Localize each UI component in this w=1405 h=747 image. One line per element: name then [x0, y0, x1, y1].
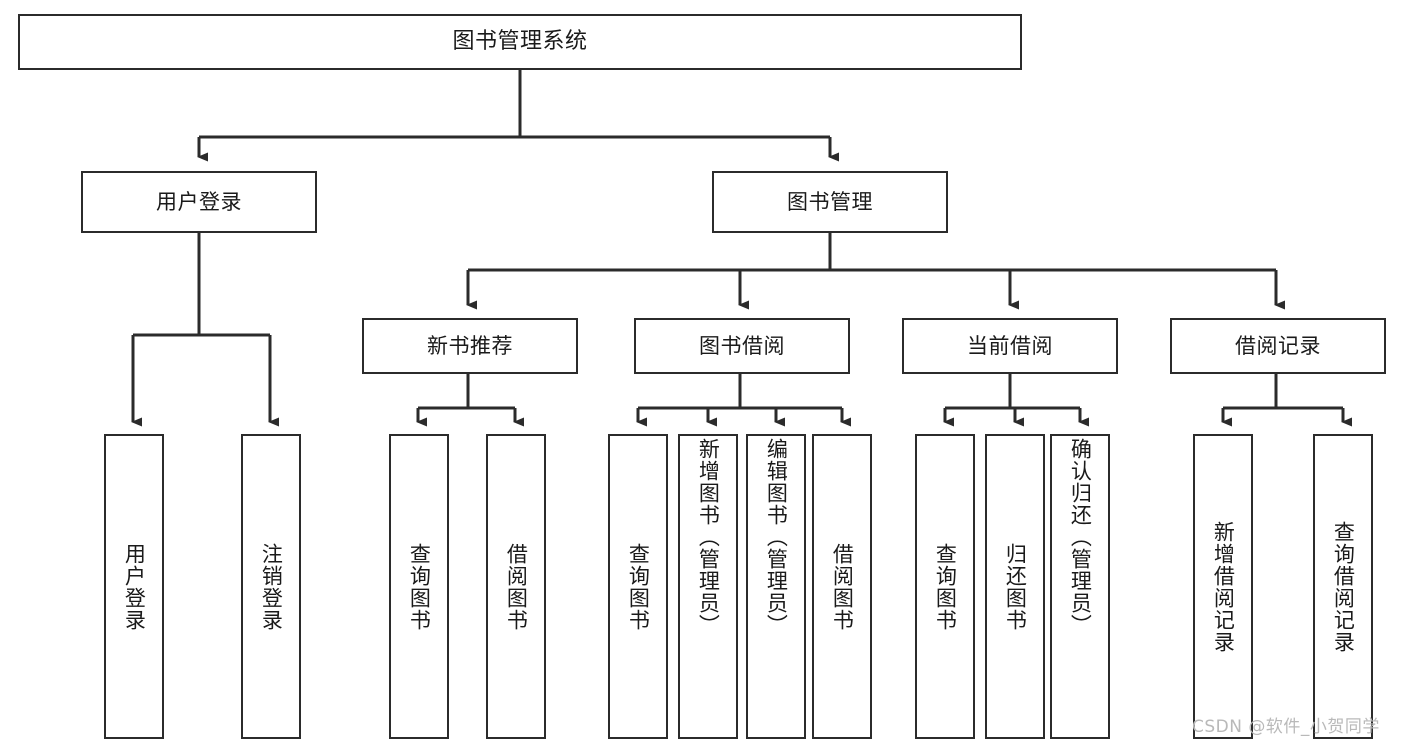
node-label: 当前借阅: [967, 333, 1053, 358]
node-book-borrowing[interactable]: 图书借阅: [634, 318, 850, 374]
node-label: 用户登录: [122, 542, 147, 631]
node-label: 图书借阅: [699, 333, 785, 358]
node-label: 借阅记录: [1235, 333, 1321, 358]
node-label: 查询图书: [933, 542, 958, 631]
node-label: 借阅图书: [504, 542, 529, 631]
node-leaf-borrow-book-1[interactable]: 借阅图书: [486, 434, 546, 739]
node-label: 归还图书: [1003, 542, 1028, 631]
node-label: 用户登录: [156, 189, 242, 214]
node-label: 图书管理: [787, 189, 873, 214]
node-label: 查询图书: [626, 542, 651, 631]
node-leaf-confirm-return-admin[interactable]: 确认归还（管理员）: [1050, 434, 1110, 739]
node-label: 新书推荐: [427, 333, 513, 358]
node-current-borrowing[interactable]: 当前借阅: [902, 318, 1118, 374]
node-leaf-user-login[interactable]: 用户登录: [104, 434, 164, 739]
node-new-book-recommendation[interactable]: 新书推荐: [362, 318, 578, 374]
node-label: 图书管理系统: [452, 29, 588, 55]
node-leaf-query-book-3[interactable]: 查询图书: [915, 434, 975, 739]
node-book-management[interactable]: 图书管理: [712, 171, 948, 233]
node-label: 新增借阅记录: [1211, 520, 1236, 653]
node-label: 查询图书: [407, 542, 432, 631]
node-leaf-logout[interactable]: 注销登录: [241, 434, 301, 739]
node-label: 确认归还（管理员）: [1068, 438, 1093, 636]
node-leaf-query-book-2[interactable]: 查询图书: [608, 434, 668, 739]
node-leaf-borrow-book-2[interactable]: 借阅图书: [812, 434, 872, 739]
node-leaf-query-book-1[interactable]: 查询图书: [389, 434, 449, 739]
node-leaf-edit-book-admin[interactable]: 编辑图书（管理员）: [746, 434, 806, 739]
node-label: 注销登录: [259, 542, 284, 631]
node-leaf-add-borrow-record[interactable]: 新增借阅记录: [1193, 434, 1253, 739]
node-root-book-management-system[interactable]: 图书管理系统: [18, 14, 1022, 70]
watermark: CSDN @软件_小贺同学: [1192, 717, 1380, 737]
node-leaf-query-borrow-record[interactable]: 查询借阅记录: [1313, 434, 1373, 739]
node-label: 查询借阅记录: [1331, 520, 1356, 653]
node-user-login[interactable]: 用户登录: [81, 171, 317, 233]
node-borrowing-record[interactable]: 借阅记录: [1170, 318, 1386, 374]
node-label: 借阅图书: [830, 542, 855, 631]
node-leaf-add-book-admin[interactable]: 新增图书（管理员）: [678, 434, 738, 739]
node-label: 编辑图书（管理员）: [764, 438, 789, 636]
node-leaf-return-book[interactable]: 归还图书: [985, 434, 1045, 739]
node-label: 新增图书（管理员）: [696, 438, 721, 636]
